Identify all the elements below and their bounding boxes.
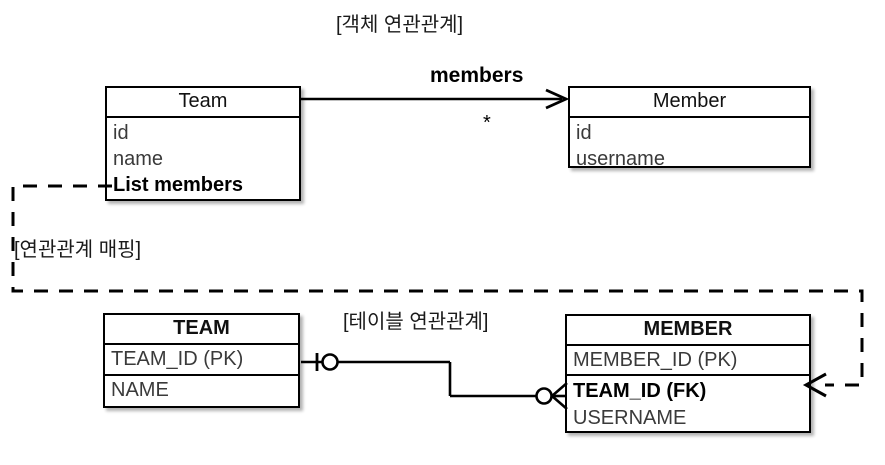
- team-field-list-members: List members: [113, 174, 244, 196]
- team-class-box: Team id name List members: [105, 86, 301, 201]
- team-field-name: name: [113, 148, 164, 170]
- member-table-column-group: TEAM_ID (FK) USERNAME: [567, 376, 809, 432]
- table-section-title: [테이블 연관관계]: [343, 311, 489, 333]
- member-table-column-member-id: MEMBER_ID (PK): [567, 346, 809, 376]
- object-section-title: [객체 연관관계]: [336, 14, 464, 36]
- member-class-box: Member id username: [568, 86, 811, 170]
- team-table-column-name: NAME: [111, 379, 169, 401]
- mapping-label: [연관관계 매핑]: [14, 239, 142, 261]
- table-relationship-connector: [301, 353, 568, 410]
- team-class-fields: id name List members: [107, 118, 299, 198]
- member-field-username: username: [576, 148, 665, 170]
- team-table-name: TEAM: [105, 315, 298, 345]
- member-class-name: Member: [570, 88, 809, 118]
- member-field-id: id: [576, 122, 592, 144]
- member-table-box: MEMBER MEMBER_ID (PK) TEAM_ID (FK) USERN…: [565, 314, 811, 433]
- member-table-column-username: USERNAME: [573, 407, 687, 429]
- team-table-box: TEAM TEAM_ID (PK) NAME: [103, 313, 300, 408]
- team-class-name: Team: [107, 88, 299, 118]
- team-field-id: id: [113, 122, 129, 144]
- association-arrow: [301, 88, 570, 110]
- association-multiplicity-label: *: [483, 112, 491, 134]
- association-role-label: members: [430, 64, 524, 87]
- team-table-column-team-id: TEAM_ID (PK): [105, 345, 298, 376]
- member-table-column-team-id-fk: TEAM_ID (FK): [573, 380, 707, 402]
- member-class-fields: id username: [570, 118, 809, 172]
- member-table-name: MEMBER: [567, 316, 809, 346]
